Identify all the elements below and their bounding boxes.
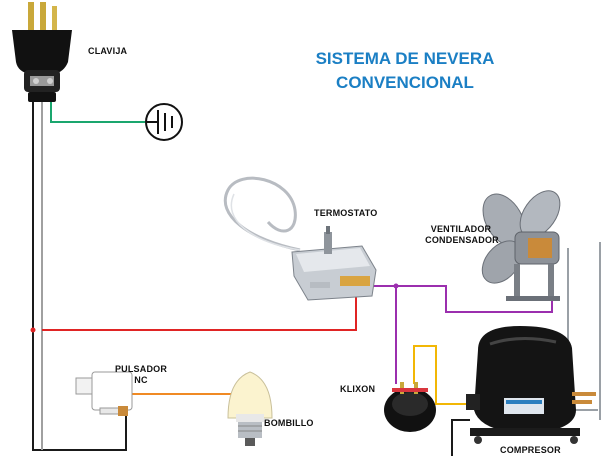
- neutral-wire: [32, 102, 127, 451]
- thermostat-label: TERMOSTATO: [314, 208, 378, 218]
- plug-label: CLAVIJA: [88, 46, 128, 56]
- pushbutton-icon: [75, 371, 133, 416]
- compressor-label: COMPRESOR: [500, 445, 561, 455]
- pushbutton-label-line1: PULSADOR: [114, 364, 168, 374]
- fan-label-line1: VENTILADOR: [430, 224, 492, 234]
- junction-dot: [30, 327, 36, 333]
- diagram-title-line2: CONVENCIONAL: [336, 73, 474, 92]
- pushbutton-label-line2: NC: [134, 375, 148, 385]
- ground-icon: [145, 103, 183, 141]
- diagram-title-line1: SISTEMA DE NEVERA: [315, 49, 495, 68]
- klixon-icon: [384, 382, 436, 432]
- plug-icon: [12, 2, 72, 102]
- ground-wire: [50, 100, 145, 123]
- junction-dot-purple: [393, 283, 399, 289]
- fan-label-line2: CONDENSADOR: [425, 235, 499, 245]
- fan-icon: [481, 190, 561, 301]
- fan-wire: [372, 270, 553, 313]
- klixon-compressor-wire: [413, 345, 468, 405]
- thermostat-icon: [223, 176, 377, 301]
- compressor-return: [451, 419, 470, 456]
- line-wire: [42, 290, 357, 331]
- bulb-icon: [227, 371, 273, 446]
- klixon-label: KLIXON: [340, 384, 376, 394]
- bulb-label: BOMBILLO: [264, 418, 314, 428]
- compressor-icon: [466, 326, 596, 444]
